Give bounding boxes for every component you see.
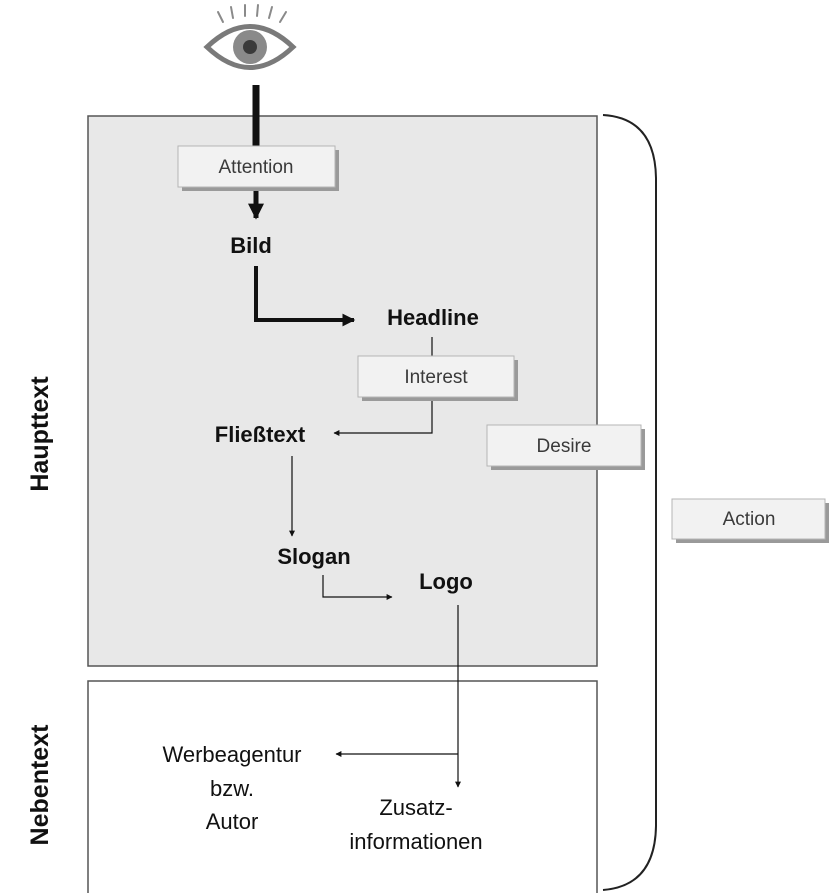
section-nebentext: Nebentext [26,724,54,846]
arrow-slogan-logo [322,575,393,600]
action-box: Action [671,498,829,543]
node-werbeagentur-line1: Werbeagentur [162,742,301,767]
node-bild: Bild [230,233,272,258]
interest-label: Interest [404,367,468,388]
node-zusatz-line2: informationen [349,829,482,854]
interest-box: Interest [357,355,518,401]
attention-label: Attention [219,157,294,178]
action-label: Action [723,509,776,530]
section-haupttext: Haupttext [26,376,54,492]
desire-label: Desire [537,436,592,457]
desire-box: Desire [486,424,645,470]
attention-box: Attention [177,145,339,191]
right-brace [602,114,657,891]
eye-icon [203,4,297,70]
arrow-interest-fliesstext [333,398,433,436]
node-headline: Headline [387,305,479,330]
node-werbeagentur-line3: Autor [206,809,259,834]
node-fliesstext: Fließtext [215,422,306,447]
arrow-bild-headline [254,266,356,327]
node-zusatz-line1: Zusatz- [379,795,452,820]
main-text-panel [87,115,598,667]
node-logo: Logo [419,569,473,594]
node-werbeagentur-line2: bzw. [210,776,254,801]
secondary-text-panel [87,680,598,893]
node-slogan: Slogan [277,544,350,569]
